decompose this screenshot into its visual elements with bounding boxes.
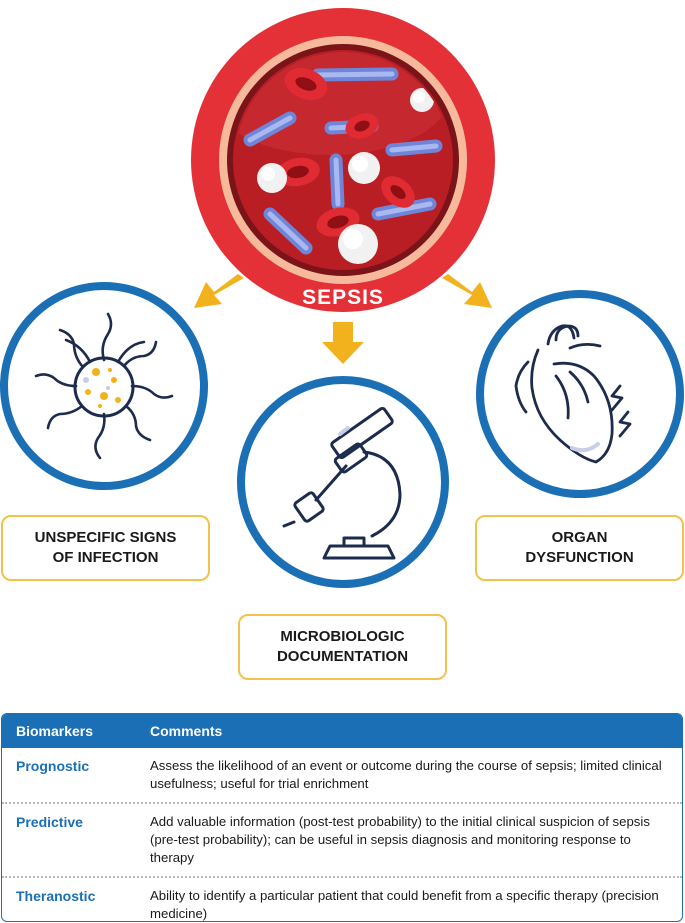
node-organ-dysfunction	[476, 290, 684, 498]
table-row: Theranostic Ability to identify a partic…	[2, 876, 682, 921]
biomarker-table: Biomarkers Comments Prognostic Assess th…	[1, 713, 683, 922]
biomarker-name: Prognostic	[16, 758, 90, 774]
table-header: Biomarkers Comments	[2, 714, 682, 748]
arrow-down	[322, 322, 364, 364]
header-comments: Comments	[150, 723, 223, 739]
biomarker-comment: Assess the likelihood of an event or out…	[150, 758, 662, 791]
microbe-icon	[34, 312, 174, 460]
biomarker-comment: Ability to identify a particular patient…	[150, 888, 659, 921]
table-row: Predictive Add valuable information (pos…	[2, 802, 682, 876]
arrow-right	[442, 274, 492, 308]
biomarker-name: Predictive	[16, 814, 83, 830]
biomarker-name: Theranostic	[16, 888, 96, 904]
sepsis-label: SEPSIS	[302, 286, 384, 309]
label-microbiologic: MICROBIOLOGIC DOCUMENTATION	[238, 614, 447, 680]
microscope-icon	[282, 406, 402, 560]
heart-icon	[514, 324, 632, 464]
microbe-dots	[83, 368, 121, 408]
sepsis-diagram: SEPSIS	[0, 8, 684, 588]
arrow-left	[194, 274, 244, 308]
table-row: Prognostic Assess the likelihood of an e…	[2, 748, 682, 802]
label-unspecific-signs: UNSPECIFIC SIGNS OF INFECTION	[1, 515, 210, 581]
label-organ-dysfunction: ORGAN DYSFUNCTION	[475, 515, 684, 581]
node-unspecific-signs	[0, 282, 208, 490]
biomarker-comment: Add valuable information (post-test prob…	[150, 814, 650, 865]
node-microbiologic	[237, 376, 449, 588]
header-biomarkers: Biomarkers	[16, 723, 94, 739]
sepsis-emblem	[191, 8, 495, 312]
